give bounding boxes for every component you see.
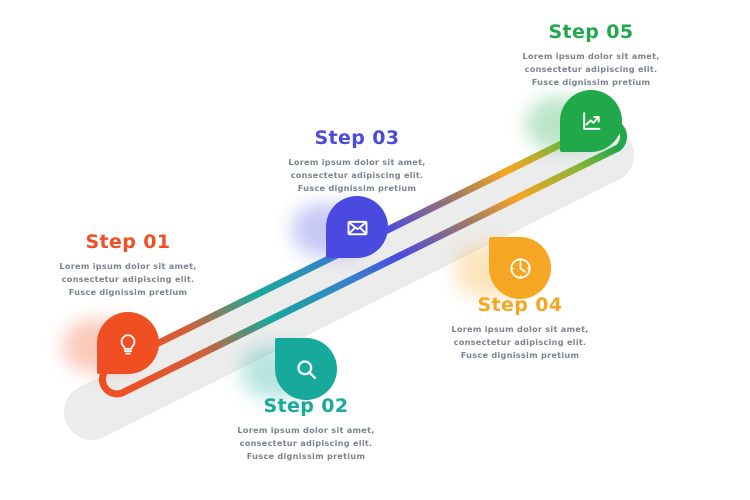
step-3-text: Step 03 Lorem ipsum dolor sit amet, cons… bbox=[262, 128, 452, 196]
step-1-desc-line-3: Fusce dignissim pretium bbox=[68, 287, 188, 298]
envelope-icon bbox=[347, 220, 367, 235]
step-2-desc-line-2: consectetur adipiscing elit. bbox=[239, 438, 373, 449]
step-3-title: Step 03 bbox=[314, 127, 400, 149]
step-1-pin[interactable] bbox=[97, 312, 159, 374]
step-2-desc-line-3: Fusce dignissim pretium bbox=[246, 451, 366, 462]
chart-arrow-icon bbox=[582, 111, 600, 130]
step-2-pin[interactable] bbox=[275, 338, 337, 400]
search-icon bbox=[296, 359, 316, 379]
step-4-title: Step 04 bbox=[477, 294, 563, 316]
step-item-5[interactable]: Step 05 Lorem ipsum dolor sit amet, cons… bbox=[496, 22, 686, 232]
step-3-description: Lorem ipsum dolor sit amet, consectetur … bbox=[262, 156, 452, 196]
step-item-4[interactable]: Step 04 Lorem ipsum dolor sit amet, cons… bbox=[425, 237, 615, 447]
step-5-desc-line-2: consectetur adipiscing elit. bbox=[524, 64, 658, 75]
step-item-2[interactable]: Step 02 Lorem ipsum dolor sit amet, cons… bbox=[211, 338, 401, 500]
step-3-desc-line-3: Fusce dignissim pretium bbox=[297, 183, 417, 194]
step-5-desc-line-3: Fusce dignissim pretium bbox=[531, 77, 651, 88]
step-4-desc-line-3: Fusce dignissim pretium bbox=[460, 350, 580, 361]
step-2-text: Step 02 Lorem ipsum dolor sit amet, cons… bbox=[211, 396, 401, 464]
step-5-description: Lorem ipsum dolor sit amet, consectetur … bbox=[496, 50, 686, 90]
step-2-pin-wrap[interactable] bbox=[241, 338, 337, 400]
lightbulb-icon bbox=[120, 334, 136, 355]
step-5-pin-wrap[interactable] bbox=[526, 90, 622, 152]
step-1-text: Step 01 Lorem ipsum dolor sit amet, cons… bbox=[33, 232, 223, 300]
step-4-desc-line-1: Lorem ipsum dolor sit amet, bbox=[451, 323, 589, 334]
step-4-pin-wrap[interactable] bbox=[455, 237, 551, 299]
step-5-pin[interactable] bbox=[560, 90, 622, 152]
step-1-pin-wrap[interactable] bbox=[63, 312, 159, 374]
step-4-text: Step 04 Lorem ipsum dolor sit amet, cons… bbox=[425, 295, 615, 363]
clock-icon bbox=[509, 257, 531, 279]
step-4-pin[interactable] bbox=[489, 237, 551, 299]
step-1-desc-line-2: consectetur adipiscing elit. bbox=[61, 274, 195, 285]
step-3-desc-line-2: consectetur adipiscing elit. bbox=[290, 170, 424, 181]
step-5-text: Step 05 Lorem ipsum dolor sit amet, cons… bbox=[496, 22, 686, 90]
step-5-title: Step 05 bbox=[548, 21, 634, 43]
step-2-desc-line-1: Lorem ipsum dolor sit amet, bbox=[237, 424, 375, 435]
step-5-desc-line-1: Lorem ipsum dolor sit amet, bbox=[522, 50, 660, 61]
step-1-desc-line-1: Lorem ipsum dolor sit amet, bbox=[59, 260, 197, 271]
step-3-pin-wrap[interactable] bbox=[292, 196, 388, 258]
step-2-description: Lorem ipsum dolor sit amet, consectetur … bbox=[211, 424, 401, 464]
step-1-description: Lorem ipsum dolor sit amet, consectetur … bbox=[33, 260, 223, 300]
step-item-3[interactable]: Step 03 Lorem ipsum dolor sit amet, cons… bbox=[262, 128, 452, 338]
step-4-desc-line-2: consectetur adipiscing elit. bbox=[453, 337, 587, 348]
step-item-1[interactable]: Step 01 Lorem ipsum dolor sit amet, cons… bbox=[33, 232, 223, 442]
step-3-desc-line-1: Lorem ipsum dolor sit amet, bbox=[288, 156, 426, 167]
step-4-description: Lorem ipsum dolor sit amet, consectetur … bbox=[425, 323, 615, 363]
step-1-title: Step 01 bbox=[85, 231, 171, 253]
step-2-title: Step 02 bbox=[263, 395, 349, 417]
step-3-pin[interactable] bbox=[326, 196, 388, 258]
